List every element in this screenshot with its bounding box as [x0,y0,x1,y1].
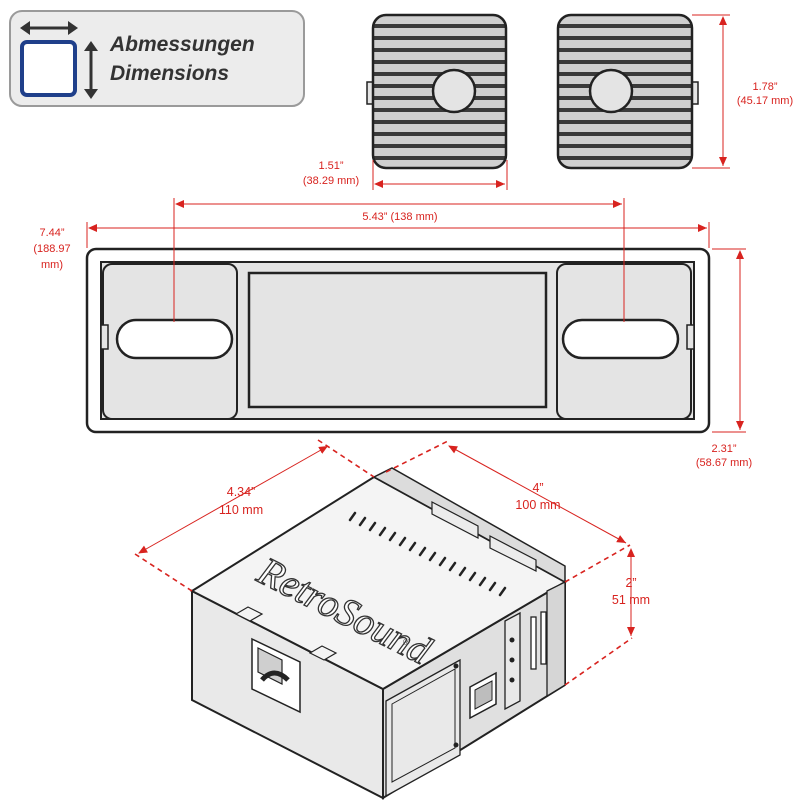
right-knob-slot [561,318,680,360]
horizontal-arrow-icon [20,21,78,35]
faceplate-width-inch: 7.44” [39,227,64,239]
knob-height-dimension: 1.78” (45.17 mm) [692,14,793,169]
chassis-height-inch: 2” [625,576,636,590]
square-icon [20,40,77,97]
top-vents [348,511,507,597]
chassis-width-mm: 100 mm [515,498,560,512]
chassis-depth-mm: 110 mm [219,503,263,517]
faceplate-width-mm-2: mm) [41,259,63,271]
dimensions-badge: Abmessungen Dimensions [9,10,305,107]
faceplate-width-dimension: 7.44” (188.97 mm) [33,222,710,271]
chassis-height-mm: 51 mm [612,593,650,607]
chassis-width-dimension: 4” 100 mm [385,440,631,583]
knob-height-inch: 1.78” [752,81,777,93]
faceplate [85,247,711,434]
chassis-3d: RetroSound ® [189,467,568,800]
knob-spacing-dimension: 5.43” (138 mm) [173,198,625,322]
knob-right [556,13,699,170]
chassis-height-dimension: 2” 51 mm [564,548,650,686]
chassis-depth-inch: 4.34” [227,485,256,499]
resize-icon [20,21,98,99]
knob-width-dimension: 1.51” (38.29 mm) [303,160,508,190]
knob-width-mm: (38.29 mm) [303,175,359,187]
left-knob-slot [115,318,234,360]
faceplate-height-inch: 2.31” [711,443,736,455]
display-window [247,271,548,409]
faceplate-height-dimension: 2.31” (58.67 mm) [696,248,752,469]
knob-spacing-label: 5.43” (138 mm) [362,211,437,223]
vertical-arrow-icon [84,41,98,99]
rear-plate [385,658,461,798]
chassis-width-inch: 4” [532,481,543,495]
registered-mark: ® [401,636,412,648]
knob-center-hole [588,68,634,114]
knob-center-hole [431,68,477,114]
badge-title-german: Abmessungen [109,33,255,56]
faceplate-height-mm: (58.67 mm) [696,457,752,469]
chassis-depth-dimension: 4.34” 110 mm [134,439,375,592]
badge-title-english: Dimensions [110,62,229,85]
knob-height-mm: (45.17 mm) [737,95,793,107]
knob-width-inch: 1.51” [318,160,343,172]
faceplate-width-mm-1: (188.97 [33,243,70,255]
knob-left [366,13,508,170]
badge-background [9,10,305,107]
